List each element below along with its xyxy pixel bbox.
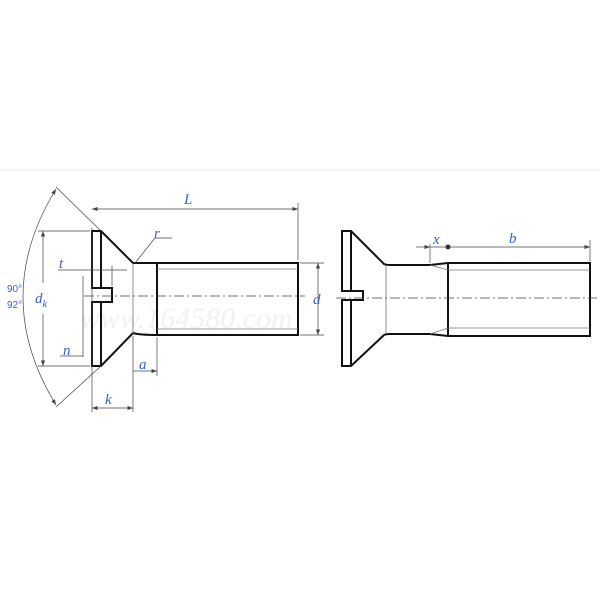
label-t: t — [59, 256, 64, 272]
dimension-dot — [445, 244, 451, 250]
label-L: L — [183, 192, 192, 208]
screw-outline — [91, 230, 299, 367]
label-b: b — [509, 231, 517, 247]
label-k: k — [105, 392, 112, 408]
label-r: r — [154, 226, 160, 242]
dimensions-left — [22, 186, 324, 412]
screw-thread-view — [336, 230, 597, 367]
angle-arc — [22, 188, 57, 406]
watermark: www.164580.com — [80, 302, 293, 335]
label-angle-90: 90° — [7, 284, 22, 295]
label-dk: dk — [35, 291, 48, 310]
screw-side-view — [84, 230, 305, 367]
label-x: x — [432, 232, 440, 248]
label-d: d — [313, 292, 321, 308]
label-angle-92: 92° — [7, 300, 22, 311]
screw-outline-2 — [341, 230, 591, 367]
label-a: a — [139, 357, 147, 373]
label-n: n — [63, 343, 71, 359]
